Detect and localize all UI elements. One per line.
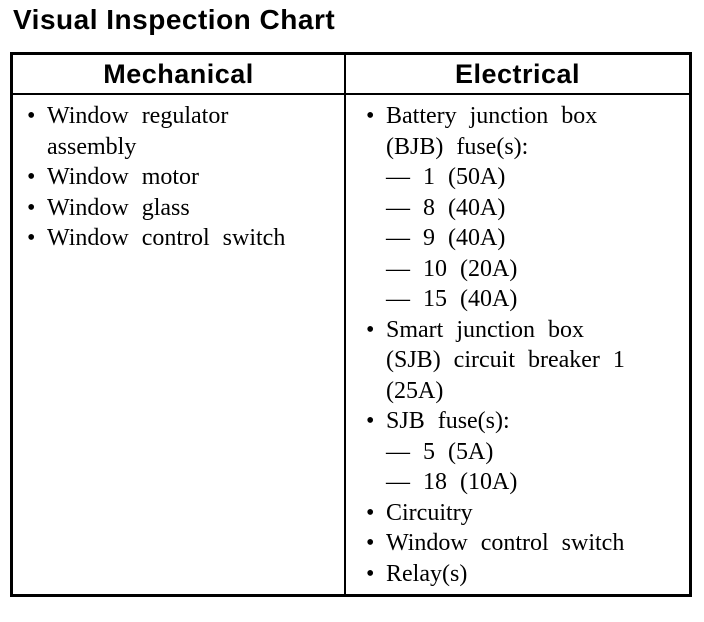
item-text: — 9 (40A): [386, 225, 506, 251]
dash-item: — 9 (40A): [366, 223, 681, 254]
electrical-column-header: Electrical: [454, 58, 581, 89]
item-text: Window control switch: [47, 225, 286, 251]
bullet-icon: •: [27, 164, 36, 190]
list-item: • Circuitry: [366, 498, 681, 529]
item-text: — 10 (20A): [386, 255, 518, 282]
bullet-icon: •: [366, 103, 375, 129]
mechanical-column-cell: •Window regulator assembly•Window motor•…: [13, 95, 346, 594]
list-item: • Window motor: [27, 162, 336, 193]
dash-item: — 18 (10A): [366, 467, 681, 498]
electrical-column-cell: • Battery junction box (BJB) fuse(s): — 1 …: [346, 95, 689, 594]
list-item: • SJB fuse(s):: [366, 406, 681, 437]
bullet-icon: •: [366, 530, 375, 556]
item-text: — 8 (40A): [386, 194, 506, 221]
list-item: • Smart junction box (SJB) circuit breake…: [366, 315, 681, 407]
visual-inspection-table: Mechanical Electrical • Window regulator …: [10, 52, 692, 597]
item-text: Battery junction box (BJB) fuse(s):: [386, 103, 598, 160]
item-text: Circuitry: [386, 499, 473, 526]
table-header-row: Mechanical Electrical: [13, 55, 689, 95]
item-text: Window glass: [47, 194, 190, 221]
list-item: • Battery junction box (BJB) fuse(s):: [366, 101, 681, 162]
item-text: — 15 (40A): [386, 286, 518, 312]
dash-item: — 8 (40A): [366, 193, 681, 224]
list-item: • Window control switch: [366, 528, 681, 559]
item-text: — 18 (10A): [386, 469, 518, 495]
bullet-icon: •: [366, 560, 375, 587]
bullet-icon: •: [27, 194, 36, 221]
bullet-icon: •: [27, 225, 36, 251]
item-text: SJB fuse(s):: [386, 408, 510, 434]
list-item: • Relay(s): [366, 559, 681, 590]
bullet-icon: •: [366, 316, 375, 343]
bullet-icon: •: [27, 103, 36, 129]
bullet-icon: •: [366, 408, 375, 434]
item-text: — 1 (50A): [386, 164, 506, 190]
list-item: • Window regulator assembly: [27, 101, 336, 162]
dash-item: — 15 (40A): [366, 284, 681, 315]
item-text: Window regulator assembly: [47, 103, 229, 160]
item-text: Window control switch: [386, 530, 625, 556]
item-text: Window motor: [47, 164, 200, 190]
table-body-row: •Window regulator assembly•Window motor•…: [13, 95, 689, 594]
item-text: — 5 (5A): [386, 438, 494, 465]
item-text: Smart junction box (SJB) circuit breaker…: [386, 316, 625, 404]
mechanical-column-header: Mechanical: [13, 55, 346, 93]
list-item: • Window control switch: [27, 223, 336, 254]
list-item: • Window glass: [27, 193, 336, 224]
dash-item: — 1 (50A): [366, 162, 681, 193]
dash-item: — 5 (5A): [366, 437, 681, 468]
page-title: Visual Inspection Chart: [13, 4, 336, 35]
item-text: Relay(s): [386, 560, 468, 587]
dash-item: — 10 (20A): [366, 254, 681, 285]
bullet-icon: •: [366, 499, 375, 526]
